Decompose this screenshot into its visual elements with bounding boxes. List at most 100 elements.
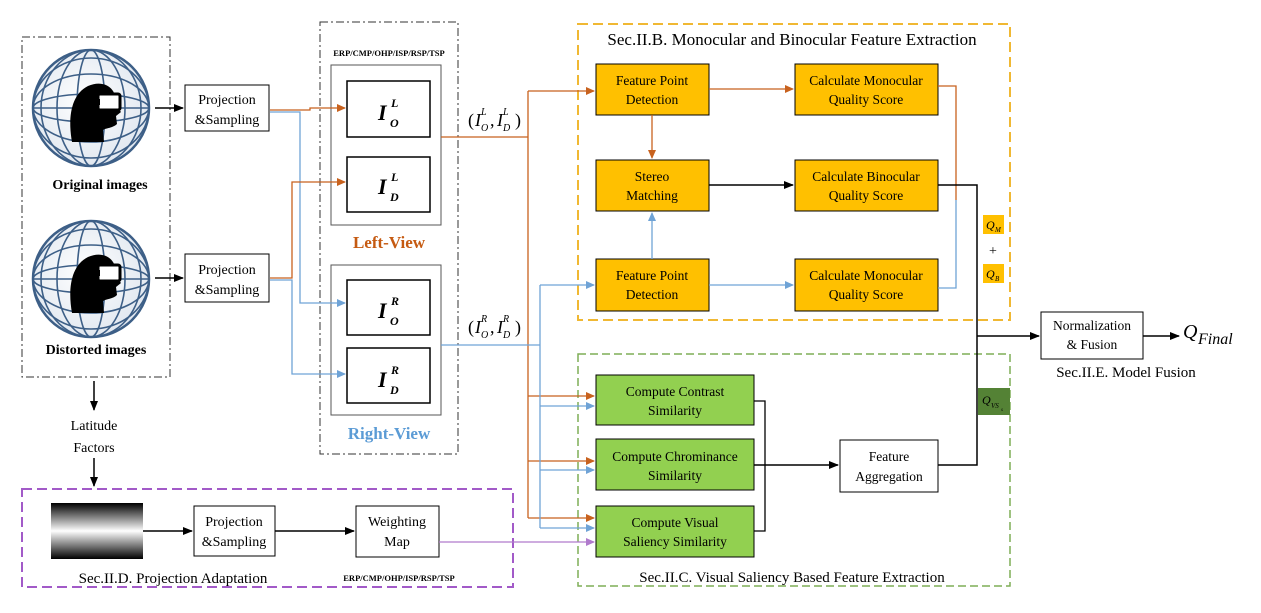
- svg-text:R: R: [480, 314, 487, 325]
- svg-text:Projection: Projection: [198, 93, 256, 108]
- feature-point-detection-top: Feature Point Detection: [595, 63, 710, 116]
- svg-text:&Sampling: &Sampling: [202, 535, 267, 550]
- distorted-images-caption: Distorted images: [46, 343, 147, 358]
- svg-text:R: R: [502, 314, 509, 325]
- svg-text:Quality Score: Quality Score: [829, 287, 904, 302]
- svg-text:L: L: [480, 107, 487, 118]
- svg-text:&Sampling: &Sampling: [195, 283, 260, 298]
- sec-d-title: Sec.II.D. Projection Adaptation: [79, 571, 268, 587]
- normalization-fusion-box: Normalization & Fusion: [1040, 311, 1144, 360]
- image-box-id-right: I R D: [346, 347, 431, 404]
- svg-text:Q: Q: [982, 393, 991, 407]
- line-aggregation-out: [938, 336, 978, 466]
- latitude-gradient-image: [51, 503, 143, 559]
- svg-text:s: s: [1001, 408, 1003, 413]
- pair-label-left: ( I L O , I L D ): [468, 107, 521, 134]
- svg-text:R: R: [390, 294, 399, 308]
- arrow-proj-dist-to-id-left: [270, 178, 346, 279]
- svg-text:D: D: [502, 330, 511, 341]
- svg-text:O: O: [481, 123, 488, 134]
- line-binocular-out: [938, 184, 978, 336]
- qm-label: Q M: [983, 215, 1004, 234]
- distorted-sphere-icon: [31, 214, 152, 344]
- svg-text:Projection: Projection: [205, 515, 263, 530]
- svg-text:Detection: Detection: [626, 287, 679, 302]
- arrow-proj-orig-to-io-right: [270, 111, 346, 307]
- contrast-similarity-box: Compute Contrast Similarity: [595, 374, 755, 426]
- svg-text:L: L: [502, 107, 509, 118]
- latitude-label-line1: Latitude: [71, 419, 118, 434]
- svg-text:Stereo: Stereo: [635, 169, 670, 184]
- svg-text:Compute Contrast: Compute Contrast: [626, 384, 725, 399]
- svg-text:Calculate Monocular: Calculate Monocular: [809, 268, 923, 283]
- svg-text:Quality Score: Quality Score: [829, 92, 904, 107]
- svg-text:M: M: [994, 226, 1002, 234]
- svg-text:Feature Point: Feature Point: [616, 268, 689, 283]
- svg-text:Projection: Projection: [198, 263, 256, 278]
- svg-text:I: I: [474, 110, 482, 130]
- svg-text:Calculate Monocular: Calculate Monocular: [809, 73, 923, 88]
- monocular-score-bottom: Calculate Monocular Quality Score: [794, 258, 939, 312]
- svg-text:L: L: [390, 170, 398, 184]
- svg-text:Similarity: Similarity: [648, 403, 702, 418]
- svg-text:I: I: [496, 317, 504, 337]
- svg-text:B: B: [995, 275, 1000, 283]
- sec-b-title: Sec.II.B. Monocular and Binocular Featur…: [607, 30, 977, 49]
- monocular-score-top: Calculate Monocular Quality Score: [794, 63, 939, 116]
- svg-text:Compute Chrominance: Compute Chrominance: [612, 449, 738, 464]
- svg-text:Feature Point: Feature Point: [616, 73, 689, 88]
- sec-c-title: Sec.II.C. Visual Saliency Based Feature …: [639, 570, 945, 586]
- svg-text:): ): [515, 110, 521, 131]
- views-frame: [319, 21, 459, 455]
- svg-text:Saliency Similarity: Saliency Similarity: [623, 534, 727, 549]
- feature-point-detection-bottom: Feature Point Detection: [595, 258, 710, 312]
- feature-aggregation-box: Feature Aggregation: [839, 439, 939, 493]
- input-frame: [21, 36, 171, 378]
- stereo-matching-box: Stereo Matching: [595, 159, 710, 212]
- qvs-label: Q VS s: [978, 388, 1010, 415]
- svg-text:(: (: [468, 110, 474, 131]
- svg-text:Weighting: Weighting: [368, 515, 426, 530]
- svg-text:D: D: [389, 190, 399, 204]
- sec-d-projection-box: Projection &Sampling: [193, 505, 276, 557]
- svg-text:Matching: Matching: [626, 188, 678, 203]
- q-final-label: Q Final: [1183, 321, 1233, 348]
- svg-text:(: (: [468, 317, 474, 338]
- svg-text:Q: Q: [1183, 321, 1198, 343]
- svg-text:Q: Q: [986, 218, 995, 232]
- svg-text:I: I: [377, 174, 388, 199]
- svg-text:O: O: [481, 330, 488, 341]
- svg-text:Compute Visual: Compute Visual: [631, 515, 718, 530]
- line-mono-top-out: [938, 85, 957, 200]
- svg-text:Final: Final: [1197, 331, 1233, 348]
- svg-text:L: L: [390, 96, 398, 110]
- svg-text:I: I: [474, 317, 482, 337]
- arrow-proj-orig-to-io-left: [270, 104, 346, 112]
- svg-text:Calculate Binocular: Calculate Binocular: [812, 169, 920, 184]
- projection-sampling-box-original: Projection &Sampling: [184, 84, 270, 132]
- sec-e-title: Sec.II.E. Model Fusion: [1056, 365, 1196, 381]
- qb-label: Q B: [983, 264, 1004, 283]
- svg-text:I: I: [496, 110, 504, 130]
- sec-b-frame: [577, 23, 1011, 321]
- svg-text:,: ,: [490, 317, 495, 337]
- svg-text:Aggregation: Aggregation: [855, 469, 923, 484]
- svg-text:Quality Score: Quality Score: [829, 188, 904, 203]
- svg-text:I: I: [377, 100, 388, 125]
- svg-text:Detection: Detection: [626, 92, 679, 107]
- original-images-caption: Original images: [52, 178, 148, 193]
- line-mono-bottom-out: [938, 200, 957, 289]
- sec-d-frame: [21, 488, 514, 588]
- svg-text:&Sampling: &Sampling: [195, 113, 260, 128]
- chrominance-similarity-box: Compute Chrominance Similarity: [595, 438, 755, 491]
- svg-text:I: I: [377, 298, 388, 323]
- svg-text:Map: Map: [384, 535, 410, 550]
- plus-sign: +: [989, 244, 997, 259]
- pair-label-right: ( I R O , I R D ): [468, 314, 521, 341]
- svg-text:D: D: [502, 123, 511, 134]
- original-sphere-icon: [31, 43, 152, 173]
- latitude-label-line2: Factors: [73, 441, 114, 456]
- image-box-io-left: I L O: [346, 80, 431, 138]
- weighting-map-box: Weighting Map: [355, 505, 440, 558]
